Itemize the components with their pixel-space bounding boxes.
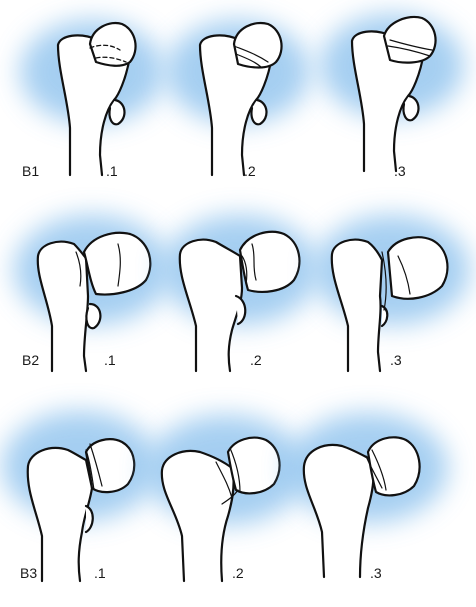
fracture-line [75,251,82,287]
fracture-line [95,56,127,63]
fracture-line [381,251,387,311]
row-b1: B1 .1 .2 .3 [20,14,464,179]
panel-label: .1 [94,565,106,581]
group-label: B2 [22,352,39,368]
panel-b2-1: B2 .1 [14,215,170,373]
panel-b1-2: .2 [166,20,310,179]
panel-b3-1: B3 .1 [2,411,158,583]
femoral-head [366,436,421,497]
femur-outline [26,446,94,583]
panel-b2-3: .3 [314,215,470,373]
femur-outline [36,240,102,373]
panel-b2-2: .2 [162,215,318,373]
femoral-head [382,15,437,64]
fracture-line [365,455,383,489]
panel-b3-3: .3 [288,413,448,581]
femoral-head [88,21,137,67]
panel-label: .3 [394,163,406,179]
fracture-line [389,39,433,51]
fracture-line [241,255,248,285]
panel-b1-3: .3 [320,14,464,179]
femur-outline [302,443,375,579]
panel-label: .1 [106,163,118,179]
fracture-line [397,255,411,295]
femoral-head [238,230,301,293]
panel-label: .1 [104,352,116,368]
panel-label: .2 [244,163,256,179]
femoral-head [226,436,281,495]
fracture-line [89,443,103,487]
fracture-line [117,243,121,287]
femur-outline [160,449,235,583]
femoral-head [82,231,152,296]
group-label: B1 [22,163,39,179]
row-b3: B3 .1 .2 .3 [2,411,448,583]
row-b2: B2 .1 .2 .3 [14,215,470,373]
fracture-line [85,449,95,491]
panel-b1-1: B1 .1 [20,20,164,179]
femoral-head [84,438,136,494]
femoral-head [232,21,283,69]
fracture-line [89,44,121,51]
fracture-line [215,461,233,499]
fracture-line [235,53,263,69]
femur-outline [178,238,247,373]
fracture-line [221,489,239,505]
femoral-head [386,236,449,300]
panel-label: .3 [370,565,382,581]
panel-label: .3 [390,352,402,368]
femur-outline [330,238,389,373]
panel-label: .2 [232,565,244,581]
fracture-line [229,447,241,493]
fracture-line [387,45,431,57]
fracture-line [371,449,387,491]
fracture-line [233,45,269,63]
panel-b3-2: .2 [146,415,306,583]
group-label: B3 [20,565,37,581]
panel-label: .2 [250,352,262,368]
fracture-line [251,243,257,281]
